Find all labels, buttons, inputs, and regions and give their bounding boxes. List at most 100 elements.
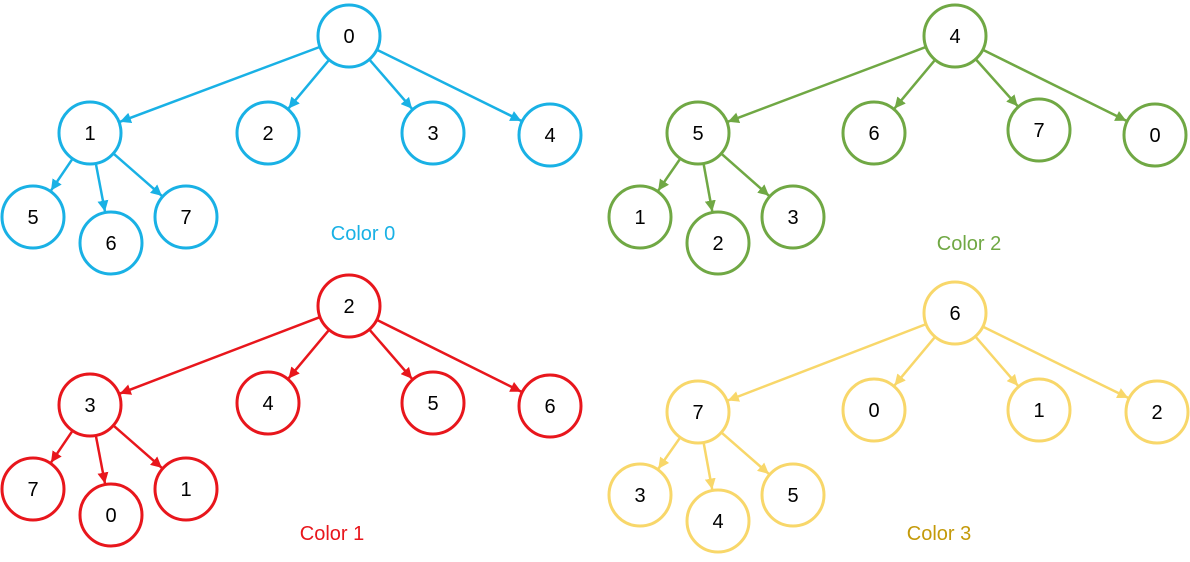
edge-child-to-grandchild-2 xyxy=(112,152,163,197)
child-node: 0 xyxy=(841,377,907,443)
child-node-label: 5 xyxy=(427,393,438,415)
grandchild-node-label: 3 xyxy=(787,207,798,229)
edge-child-to-grandchild-0 xyxy=(49,429,74,464)
grandchild-node-label: 5 xyxy=(787,485,798,507)
edge-child-to-grandchild-1 xyxy=(702,442,716,490)
root-node: 2 xyxy=(316,273,382,339)
child-node: 1 xyxy=(57,100,123,166)
child-node-circle xyxy=(1006,97,1072,163)
edge-child-to-grandchild-0 xyxy=(657,157,682,192)
grandchild-node: 5 xyxy=(0,184,66,250)
grandchild-node-label: 6 xyxy=(105,233,116,255)
edge-child-to-grandchild-0 xyxy=(49,157,74,192)
child-node-label: 7 xyxy=(1033,120,1044,142)
tree-caption: Color 3 xyxy=(907,523,971,545)
child-node-label: 4 xyxy=(262,393,273,415)
child-node-circle xyxy=(400,370,466,436)
grandchild-node-label: 7 xyxy=(180,207,191,229)
child-node-circle xyxy=(517,102,583,168)
child-node-circle xyxy=(665,100,731,166)
child-node-circle xyxy=(1006,377,1072,443)
child-node-label: 5 xyxy=(692,123,703,145)
grandchild-node-label: 2 xyxy=(712,233,723,255)
child-node: 2 xyxy=(235,100,301,166)
root-node: 4 xyxy=(922,3,988,69)
grandchild-node: 7 xyxy=(0,456,66,522)
tree-caption: Color 0 xyxy=(331,223,395,245)
edge-root-to-child-0 xyxy=(727,45,927,123)
root-node-label: 4 xyxy=(949,26,960,48)
edge-root-to-child-3 xyxy=(982,325,1129,400)
child-node: 2 xyxy=(1124,379,1190,445)
grandchild-node-label: 1 xyxy=(634,207,645,229)
edge-root-to-child-0 xyxy=(119,315,321,395)
grandchild-node-circle xyxy=(78,482,144,548)
edge-root-to-child-2 xyxy=(368,328,413,380)
child-node: 4 xyxy=(517,102,583,168)
root-node-circle xyxy=(922,280,988,346)
grandchild-node: 7 xyxy=(153,184,219,250)
child-node-label: 0 xyxy=(1149,125,1160,147)
grandchild-node: 1 xyxy=(607,184,673,250)
grandchild-node-label: 4 xyxy=(712,511,723,533)
child-node-circle xyxy=(235,370,301,436)
child-node: 5 xyxy=(665,100,731,166)
edge-child-to-grandchild-2 xyxy=(720,152,770,197)
child-node-circle xyxy=(1122,102,1188,168)
child-node: 0 xyxy=(1122,102,1188,168)
edge-root-to-child-3 xyxy=(982,48,1127,122)
root-node-circle xyxy=(316,3,382,69)
grandchild-node-circle xyxy=(607,462,673,528)
grandchild-node-circle xyxy=(685,210,751,276)
edge-root-to-child-3 xyxy=(376,48,522,122)
edge-root-to-child-3 xyxy=(376,318,522,393)
root-node-label: 6 xyxy=(949,303,960,325)
edge-child-to-grandchild-1 xyxy=(94,435,109,484)
root-node: 6 xyxy=(922,280,988,346)
edge-root-to-child-0 xyxy=(727,322,927,402)
edge-root-to-child-2 xyxy=(974,335,1019,387)
grandchild-node: 3 xyxy=(607,462,673,528)
grandchild-node-circle xyxy=(153,184,219,250)
child-node-label: 2 xyxy=(262,123,273,145)
edge-root-to-child-1 xyxy=(287,328,331,380)
edge-root-to-child-1 xyxy=(893,58,937,110)
child-node-circle xyxy=(400,100,466,166)
edge-root-to-child-1 xyxy=(893,335,937,387)
grandchild-node-circle xyxy=(78,210,144,276)
child-node: 3 xyxy=(57,372,123,438)
grandchild-node-circle xyxy=(760,462,826,528)
child-node-circle xyxy=(57,100,123,166)
edge-child-to-grandchild-1 xyxy=(94,163,109,212)
edge-root-to-child-1 xyxy=(287,58,331,110)
edge-child-to-grandchild-2 xyxy=(720,431,770,475)
grandchild-node: 2 xyxy=(685,210,751,276)
child-node-label: 1 xyxy=(1033,400,1044,422)
root-node: 0 xyxy=(316,3,382,69)
grandchild-node-circle xyxy=(0,184,66,250)
grandchild-node: 4 xyxy=(685,488,751,554)
edge-root-to-child-0 xyxy=(119,45,321,124)
grandchild-node: 3 xyxy=(760,184,826,250)
root-node-label: 0 xyxy=(343,26,354,48)
tree-caption: Color 2 xyxy=(937,233,1001,255)
child-node: 6 xyxy=(517,373,583,439)
child-node-circle xyxy=(665,379,731,445)
edge-root-to-child-2 xyxy=(974,58,1019,107)
child-node-label: 4 xyxy=(544,125,555,147)
child-node-label: 3 xyxy=(84,395,95,417)
child-node: 1 xyxy=(1006,377,1072,443)
grandchild-node-circle xyxy=(607,184,673,250)
child-node: 5 xyxy=(400,370,466,436)
child-node: 7 xyxy=(665,379,731,445)
child-node-circle xyxy=(57,372,123,438)
child-node-circle xyxy=(841,377,907,443)
child-node-label: 6 xyxy=(544,396,555,418)
child-node-label: 3 xyxy=(427,123,438,145)
child-node-label: 2 xyxy=(1151,402,1162,424)
grandchild-node-circle xyxy=(685,488,751,554)
grandchild-node-label: 7 xyxy=(27,479,38,501)
child-node: 4 xyxy=(235,370,301,436)
